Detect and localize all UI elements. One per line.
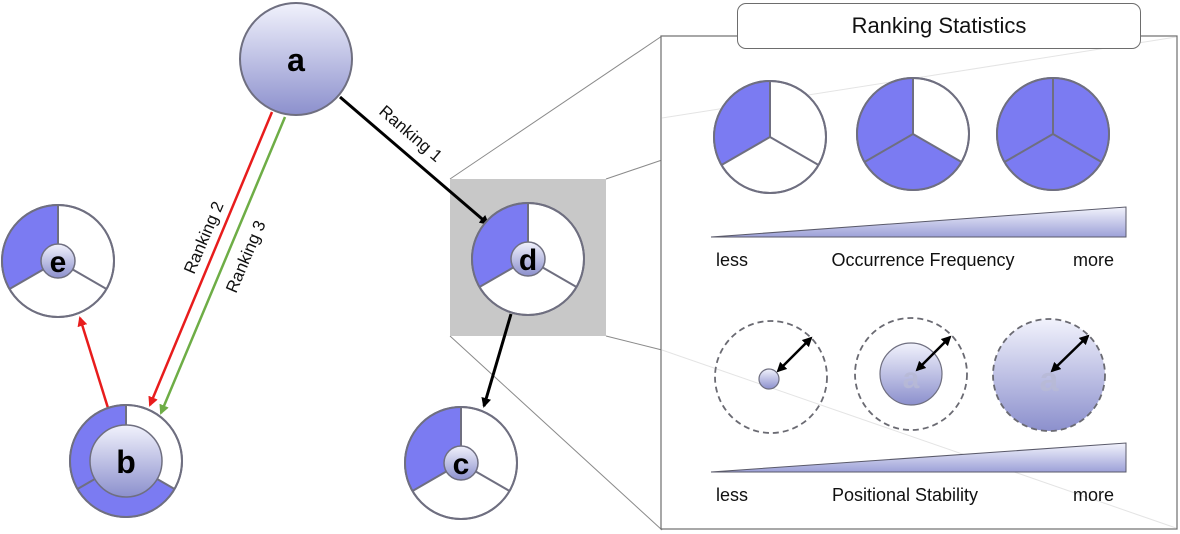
node-d: d — [471, 202, 585, 316]
node-b-label: b — [116, 444, 136, 480]
occurrence-more-label: more — [1073, 250, 1114, 270]
occurrence-frequency-wedge — [710, 206, 1127, 238]
pie-divider — [864, 133, 914, 163]
stability-less-label: less — [716, 485, 748, 505]
edge-ranking-3 — [159, 116, 287, 415]
edge-d-to-c — [481, 313, 513, 408]
edge-b-to-e — [77, 316, 110, 409]
pie-outline — [1, 204, 115, 318]
edge-label-ranking-3: Ranking 3 — [222, 218, 269, 296]
legend-title: Ranking Statistics — [737, 3, 1141, 49]
node-e: e — [1, 204, 115, 318]
node-a: a — [239, 2, 353, 116]
pie-outline — [996, 77, 1110, 191]
positional-stability-label: Positional Stability — [832, 485, 978, 505]
pie-divider — [542, 266, 577, 288]
stability-arrow-high — [1050, 334, 1090, 373]
pie-outline — [471, 202, 585, 316]
pie-outline — [404, 406, 518, 520]
node-e-label: e — [50, 246, 67, 279]
node-b: b — [69, 404, 183, 518]
stability-watermark-mid: a — [903, 362, 920, 395]
positional-stability-wedge — [710, 442, 1127, 473]
stability-arrow-mid — [915, 335, 952, 372]
stability-arrow-low — [776, 336, 813, 373]
pie-divider — [479, 266, 514, 288]
pie-divider — [769, 136, 819, 166]
pie-outline — [856, 77, 970, 191]
pie-divider — [72, 268, 107, 290]
occurrence-pie-2 — [856, 77, 970, 191]
stability-example-high: a — [992, 318, 1106, 432]
pie-divider — [77, 478, 96, 490]
edge-ranking-1 — [339, 95, 490, 226]
pie-divider — [1052, 133, 1102, 163]
stability-more-label: more — [1073, 485, 1114, 505]
node-c: c — [404, 406, 518, 520]
legend-panel-sheen-lower — [661, 349, 1177, 529]
occurrence-pie-3 — [996, 77, 1110, 191]
pie-divider — [1004, 133, 1054, 163]
occurrence-frequency-label: Occurrence Frequency — [831, 250, 1014, 270]
pie-segment-filled — [1004, 134, 1102, 191]
pie-divider — [912, 133, 962, 163]
occurrence-less-label: less — [716, 250, 748, 270]
stability-example-low — [714, 320, 828, 434]
pie-divider — [412, 470, 447, 492]
pie-divider — [156, 478, 175, 490]
zoom-connector-lines — [449, 35, 663, 531]
pie-divider — [475, 470, 510, 492]
pie-divider — [9, 268, 44, 290]
node-d-label: d — [519, 244, 537, 277]
occurrence-pie-1 — [713, 80, 827, 194]
pie-outline — [69, 404, 183, 518]
node-c-label: c — [453, 448, 470, 481]
pie-outline — [713, 80, 827, 194]
edge-ranking-2 — [148, 111, 274, 407]
stability-example-mid: a — [854, 317, 968, 431]
pie-divider — [721, 136, 771, 166]
node-a-label: a — [287, 42, 305, 78]
